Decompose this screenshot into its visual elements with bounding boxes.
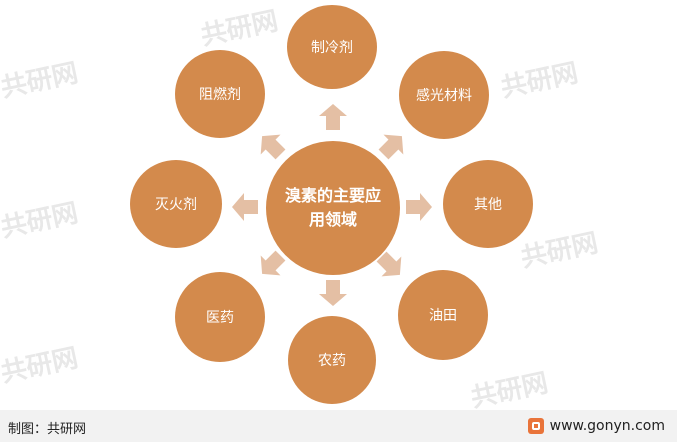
website-link: www.gonyn.com — [549, 418, 665, 434]
center-label: 溴素的主要应用领域 — [285, 186, 382, 229]
arrow-left — [232, 193, 258, 221]
arrow-up — [319, 104, 347, 130]
node-label: 农药 — [318, 353, 346, 369]
node-label: 制冷剂 — [311, 40, 353, 56]
arrow-upright — [378, 134, 404, 160]
logo-icon — [527, 418, 544, 434]
source-credit: 制图：共研网 — [8, 422, 87, 437]
arrow-right — [406, 193, 432, 221]
arrow-down — [319, 280, 347, 306]
node-oilfield: 油田 — [398, 270, 488, 360]
footer-website: www.gonyn.com — [527, 418, 665, 434]
footer-bar — [0, 410, 677, 442]
arrow-downright — [376, 251, 402, 277]
node-medicine: 医药 — [175, 272, 265, 362]
node-label: 医药 — [206, 310, 234, 326]
arrow-upleft — [260, 134, 286, 160]
node-flame-retardant: 阻燃剂 — [175, 50, 265, 138]
node-refrigerant: 制冷剂 — [287, 5, 377, 89]
node-label: 感光材料 — [416, 88, 472, 104]
node-pesticide: 农药 — [288, 316, 376, 404]
arrow-downleft — [260, 250, 286, 276]
center-node: 溴素的主要应用领域 — [266, 141, 400, 275]
node-photosensitive-material: 感光材料 — [399, 51, 489, 139]
node-fire-extinguishing-agent: 灭火剂 — [130, 160, 222, 248]
node-other: 其他 — [443, 160, 533, 248]
node-label: 灭火剂 — [155, 197, 197, 213]
node-label: 阻燃剂 — [199, 87, 241, 103]
node-label: 其他 — [474, 197, 502, 213]
node-label: 油田 — [429, 308, 457, 324]
